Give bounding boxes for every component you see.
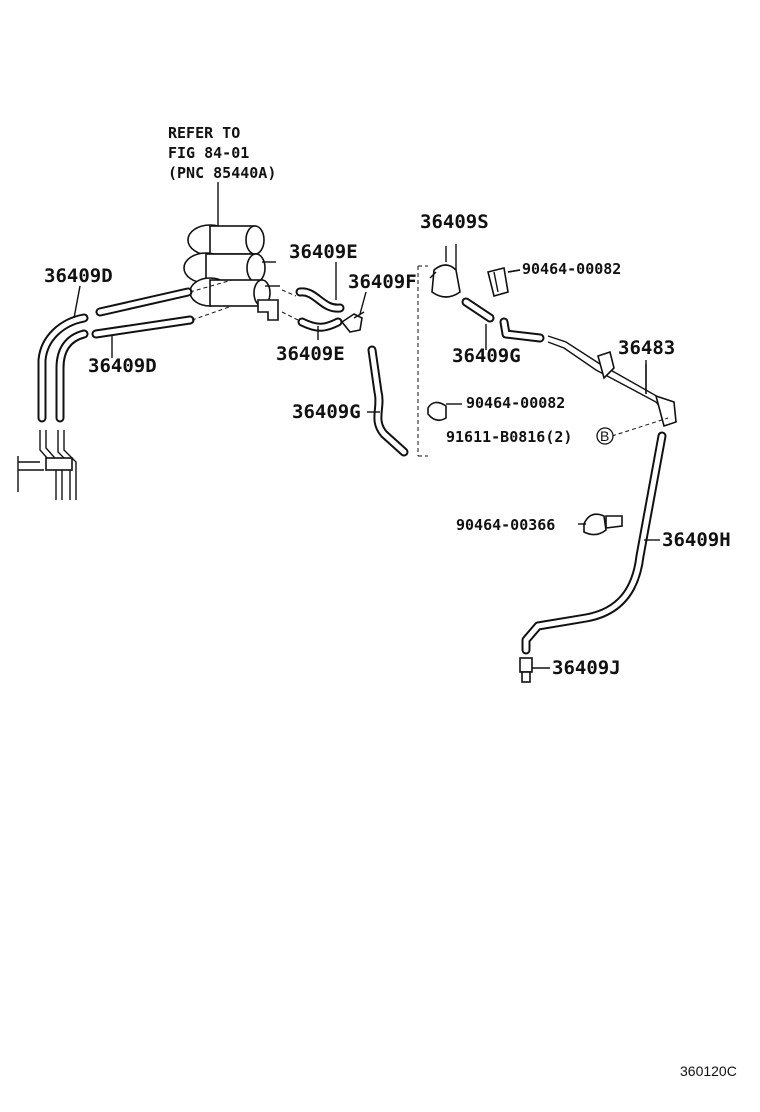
hose-36409E-upper: [297, 289, 343, 311]
fitting-36409J: [519, 657, 533, 683]
pipe-36483: [547, 335, 677, 428]
hose-36409H: [523, 433, 665, 653]
label-90464-00366: 90464-00366: [456, 516, 555, 534]
clip-90464-00082-mid: [427, 401, 462, 422]
label-91611-B0816: 91611-B0816(2): [446, 428, 572, 446]
hose-36409E-lower: [299, 319, 341, 330]
label-36409J: 36409J: [552, 657, 621, 679]
label-36483: 36483: [618, 337, 675, 359]
label-36409E-bottom: 36409E: [276, 343, 345, 365]
group-bracket: [417, 265, 428, 457]
hose-36409D-left-bend-1: [39, 315, 87, 421]
clip-90464-00082-top: [487, 267, 521, 297]
hose-36409G-left: [369, 347, 407, 455]
refer-line-2: FIG 84-01: [168, 144, 249, 162]
bolt-marker: B: [596, 427, 614, 445]
refer-line-1: REFER TO: [168, 124, 240, 142]
leader-lines: [73, 244, 660, 669]
heater-pipes: [17, 430, 77, 500]
connector-36409F: [340, 311, 365, 333]
water-valve-assembly: [183, 182, 280, 321]
label-36409E-top: 36409E: [289, 241, 358, 263]
label-36409D-bottom: 36409D: [88, 355, 157, 377]
label-36409S: 36409S: [420, 211, 489, 233]
label-36409G-left: 36409G: [292, 401, 361, 423]
clip-90464-00366: [583, 513, 623, 536]
hose-36409D-left-bend-2: [57, 331, 87, 421]
label-90464-00082-top: 90464-00082: [522, 260, 621, 278]
hose-36483-inlet: [501, 319, 543, 341]
bolt-marker-letter: B: [600, 428, 609, 444]
label-36409G-right: 36409G: [452, 345, 521, 367]
label-90464-00082-mid: 90464-00082: [466, 394, 565, 412]
diagram-code: 360120C: [680, 1063, 737, 1079]
label-36409H: 36409H: [662, 529, 731, 551]
refer-line-3: (PNC 85440A): [168, 164, 276, 182]
hose-36409D-upper: [97, 289, 191, 315]
label-36409D-top: 36409D: [44, 265, 113, 287]
label-36409F: 36409F: [348, 271, 417, 293]
hose-36409G-right: [463, 299, 493, 321]
hose-36409D-lower: [93, 317, 193, 337]
